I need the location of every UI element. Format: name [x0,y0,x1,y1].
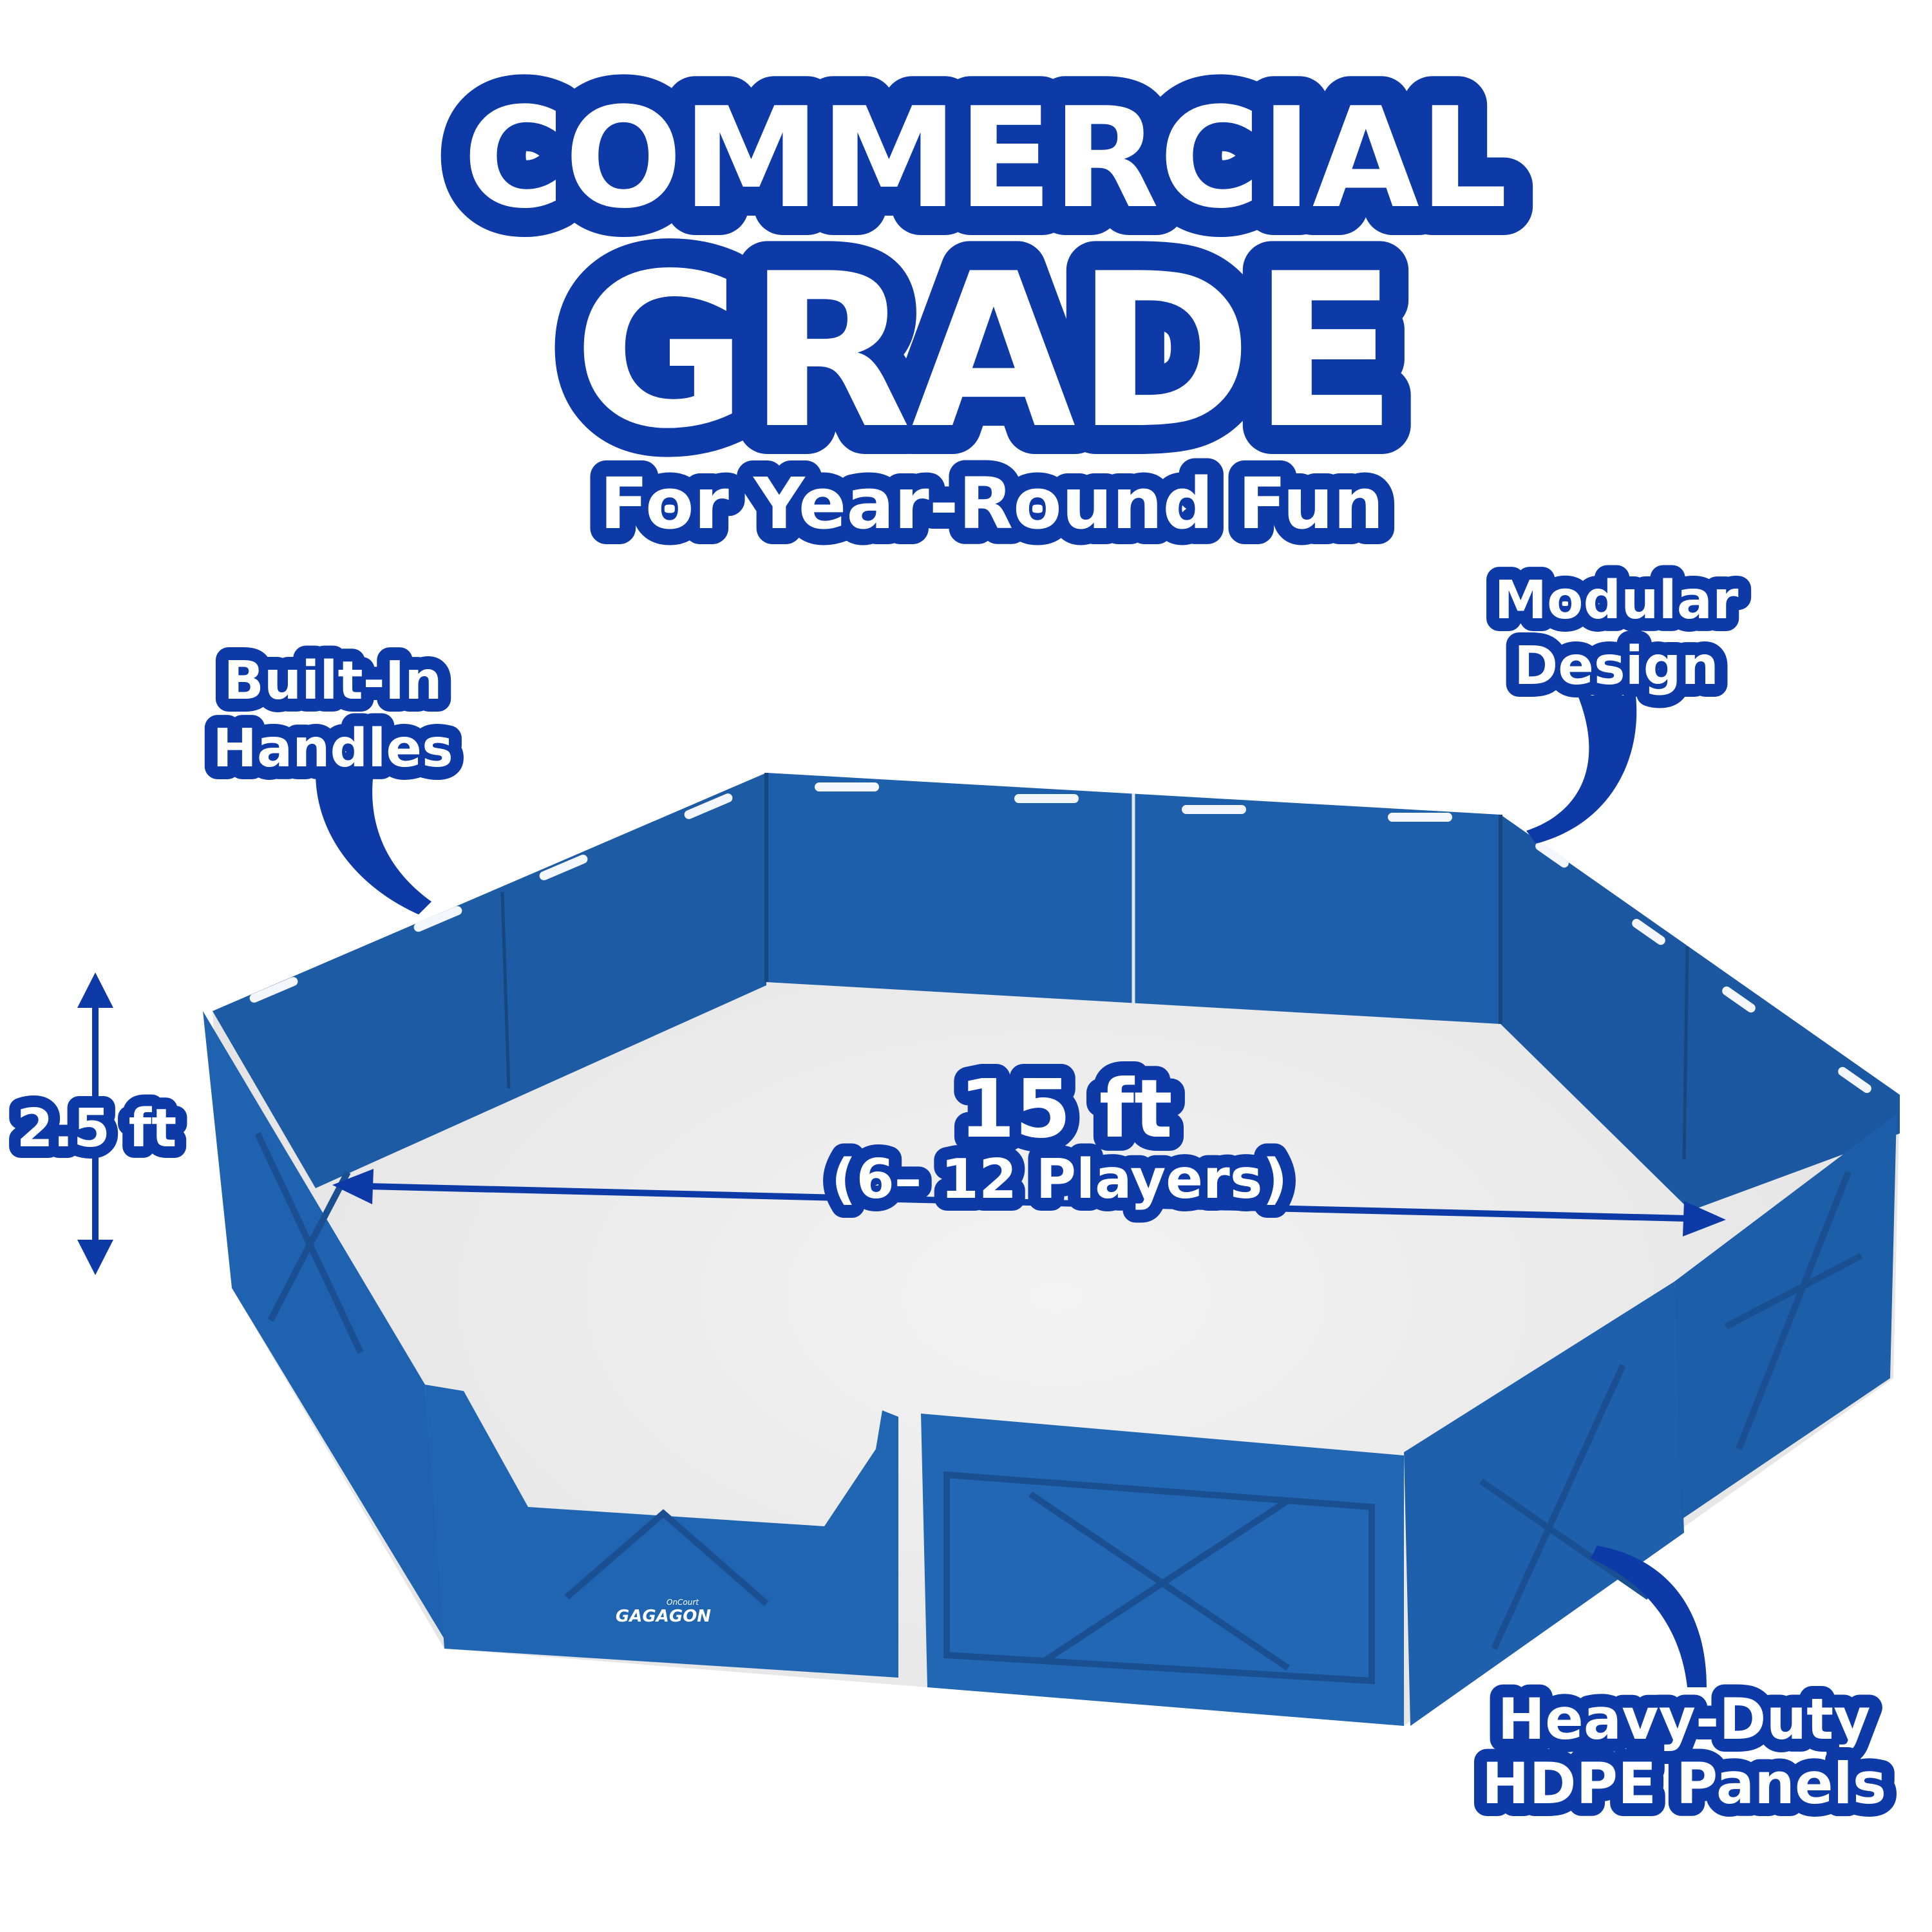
pointer-handles [316,773,431,914]
callout-panels: Heavy-Duty HDPE Panels [1469,1673,1899,1830]
fence-panel-back-left [213,773,766,1188]
svg-text:HDPE Panels: HDPE Panels [1482,1750,1886,1817]
pointer-modular [1526,696,1637,844]
fence-panel-gate-left [425,1385,898,1678]
headline-grade: GRADE [573,228,1397,475]
fence-panel-gate-right [921,1414,1404,1726]
callout-modular: Modular Design [1482,557,1752,710]
svg-text:Built-In: Built-In [223,650,442,712]
brand-small-logo: OnCourt [667,1598,699,1607]
headline: COMMERCIAL GRADE For Year-Round Fun [434,48,1537,561]
width-arrow [332,1169,1726,1236]
svg-text:Modular: Modular [1495,570,1739,631]
pointer-panels [1591,1546,1707,1687]
svg-text:Design: Design [1514,636,1719,697]
headline-commercial: COMMERCIAL [463,77,1508,239]
svg-text:Heavy-Duty: Heavy-Duty [1497,1686,1870,1752]
callout-players: (6– 12 Players) [831,1148,1288,1211]
fence-front-walls: OnCourt GAGAGON [203,1011,1897,1726]
handle-slots [249,782,1871,1094]
callout-handles: Built-In Handles [200,638,466,792]
fence-back-walls [213,773,1900,1211]
callout-width: 15 ft [959,1063,1173,1156]
brand-logo: GAGAGON [616,1607,711,1626]
fence-panel-right-end [1674,1114,1897,1520]
fence-panel-front-right [1404,1282,1684,1726]
height-arrow [77,972,113,1275]
callout-height: 2.5 ft [17,1098,177,1159]
headline-tagline: For Year-Round Fun [600,462,1383,545]
fence-panel-back-right [1501,815,1900,1211]
callout-pointers [316,696,1707,1687]
svg-text:Handles: Handles [213,718,453,779]
fence-panel-front-left [203,1011,444,1639]
